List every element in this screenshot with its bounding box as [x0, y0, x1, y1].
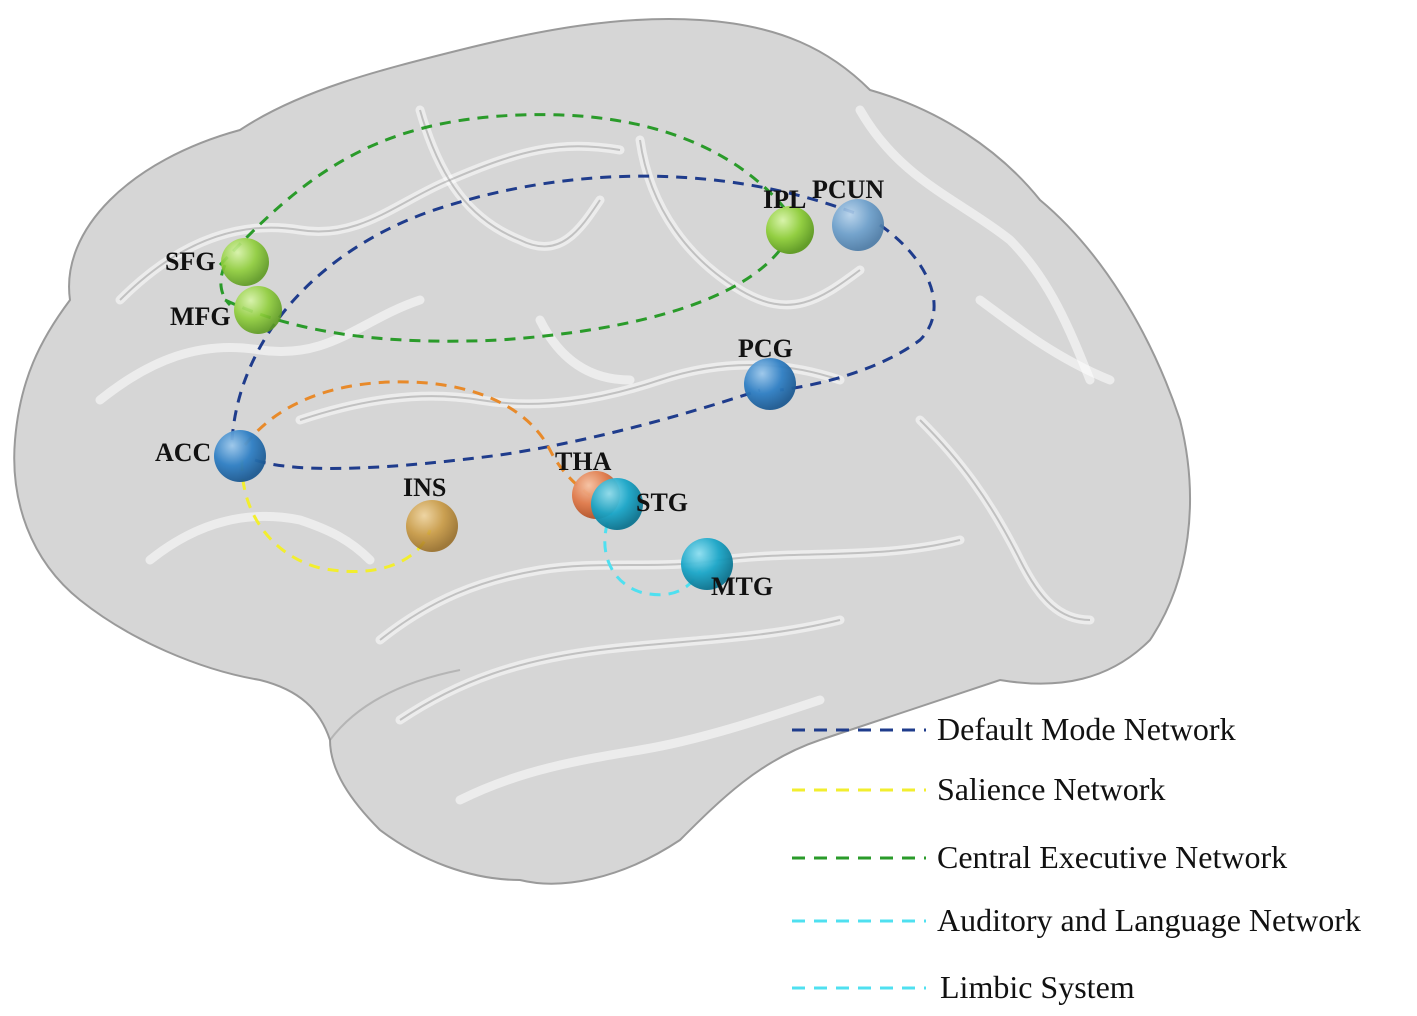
region-label-pcun: PCUN [812, 175, 884, 204]
region-label-mtg: MTG [711, 572, 773, 601]
region-sphere-acc [214, 430, 266, 482]
connection-acc-pcg [254, 388, 761, 470]
connection-stg-mtg [603, 504, 702, 597]
legend-label: Central Executive Network [937, 839, 1287, 875]
legend-item: Default Mode Network [792, 711, 1236, 747]
legend-item: Salience Network [792, 771, 1165, 807]
legend-label: Salience Network [937, 771, 1165, 807]
region-label-acc: ACC [155, 438, 211, 467]
connection-mfg-ipl [224, 249, 782, 343]
region-sphere-ipl [766, 206, 814, 254]
region-label-ins: INS [403, 473, 446, 502]
legend-label: Auditory and Language Network [937, 902, 1361, 938]
region-label-stg: STG [636, 488, 688, 517]
region-label-mfg: MFG [170, 302, 231, 331]
region-ins: INS [403, 473, 458, 552]
region-sphere-sfg [221, 238, 269, 286]
region-sphere-mtg [681, 538, 733, 590]
region-stg: STG [591, 478, 688, 530]
connection-pcun-pcg [779, 223, 936, 392]
region-sphere-ins [406, 500, 458, 552]
region-label-pcg: PCG [738, 334, 793, 363]
region-sphere-pcg [744, 358, 796, 410]
legend-item: Central Executive Network [792, 839, 1287, 875]
legend-item: Limbic System [792, 969, 1135, 1005]
legend-label: Limbic System [940, 969, 1135, 1005]
connection-acc-tha [243, 380, 591, 497]
region-sfg: SFG [165, 238, 269, 286]
legend-item: Auditory and Language Network [792, 902, 1361, 938]
connections [218, 113, 936, 597]
region-mtg: MTG [681, 538, 773, 601]
legend-label: Default Mode Network [937, 711, 1236, 747]
brain-surface [13, 18, 1191, 885]
region-acc: ACC [155, 430, 266, 482]
region-sphere-mfg [234, 286, 282, 334]
region-mfg: MFG [170, 286, 282, 334]
region-ipl: IPL [763, 185, 814, 254]
connection-acc-pcun [230, 174, 861, 441]
region-pcun: PCUN [812, 175, 884, 251]
brain-shading [119, 109, 1091, 741]
brain-folds [95, 105, 1115, 805]
connection-acc-ins [240, 459, 432, 573]
region-label-sfg: SFG [165, 247, 216, 276]
region-sphere-stg [591, 478, 643, 530]
region-label-ipl: IPL [763, 185, 806, 214]
region-pcg: PCG [738, 334, 796, 410]
region-label-tha: THA [555, 447, 612, 476]
region-sphere-pcun [832, 199, 884, 251]
connection-sfg-ipl [218, 113, 792, 267]
